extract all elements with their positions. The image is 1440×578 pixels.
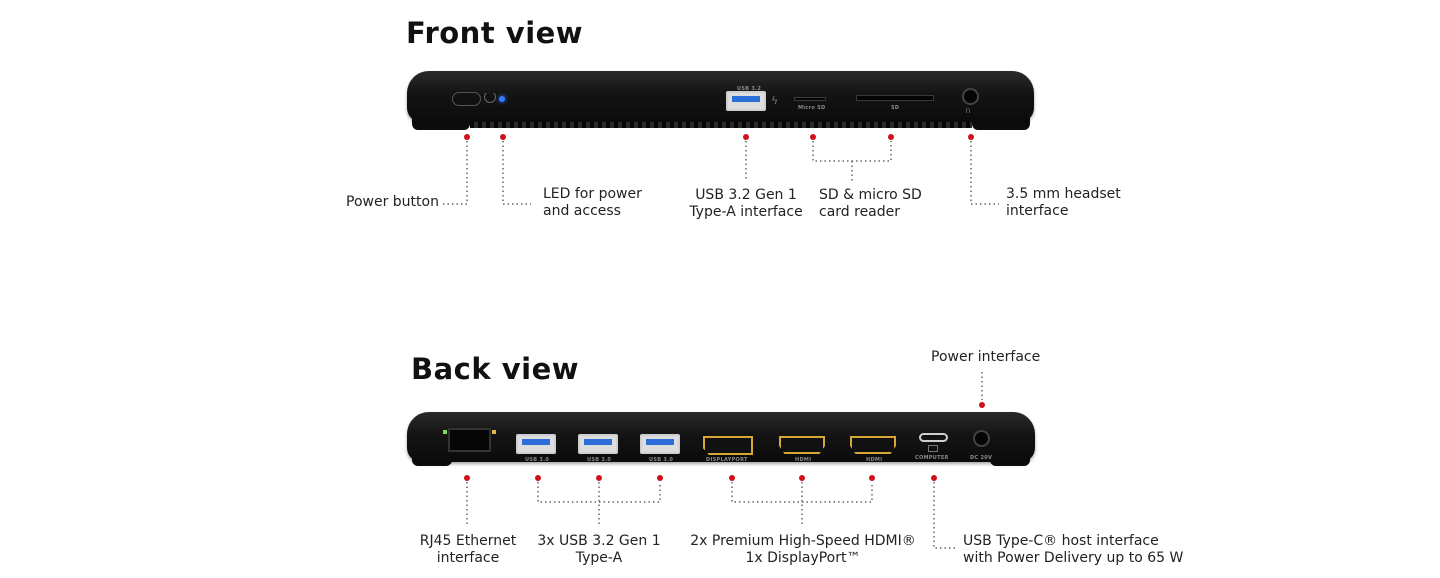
rj45-link-led xyxy=(443,430,447,434)
usb-c-label: COMPUTER xyxy=(915,455,949,461)
callout-video-outputs: 2x Premium High-Speed HDMI® 1x DisplayPo… xyxy=(690,533,916,566)
callout-back-usb: 3x USB 3.2 Gen 1 Type-A xyxy=(537,533,661,566)
displayport-port[interactable] xyxy=(703,436,753,455)
headset-icon: ∩ xyxy=(965,106,971,115)
hdmi-port-1-label: HDMI xyxy=(795,457,812,463)
dc-power-jack[interactable] xyxy=(973,430,990,447)
displayport-label: DISPLAYPORT xyxy=(706,457,748,463)
back-usb-port-2-label: USB 3.0 xyxy=(587,457,612,463)
back-usb-port-1-label: USB 3.0 xyxy=(525,457,550,463)
computer-icon xyxy=(928,445,938,452)
led-indicator xyxy=(499,96,505,102)
callout-sd-reader: SD & micro SD card reader xyxy=(819,187,922,220)
hdmi-port-2-label: HDMI xyxy=(866,457,883,463)
front-usb-port-label: USB 3.2 xyxy=(737,86,762,92)
power-button[interactable] xyxy=(452,92,481,106)
hdmi-port-2[interactable] xyxy=(850,436,896,454)
callout-usb-c: USB Type-C® host interface with Power De… xyxy=(963,533,1184,566)
back-usb-port-1[interactable] xyxy=(516,434,556,454)
callout-headset: 3.5 mm headset interface xyxy=(1006,186,1121,219)
charging-bolt-icon: ϟ xyxy=(771,94,779,107)
back-usb-port-3-label: USB 3.0 xyxy=(649,457,674,463)
callout-power-button: Power button xyxy=(346,194,439,210)
callout-led: LED for power and access xyxy=(543,186,642,219)
callout-rj45: RJ45 Ethernet interface xyxy=(419,533,517,566)
callout-power-interface: Power interface xyxy=(931,349,1041,365)
front-view-title: Front view xyxy=(406,16,584,50)
front-usb-port[interactable] xyxy=(726,91,766,111)
micro-sd-label: Micro SD xyxy=(798,105,826,111)
usb-c-port[interactable] xyxy=(919,433,948,442)
headset-jack[interactable] xyxy=(962,88,979,105)
power-icon xyxy=(484,91,496,103)
dc-label: DC 20V xyxy=(970,455,993,461)
sd-slot[interactable] xyxy=(856,95,934,101)
micro-sd-slot[interactable] xyxy=(794,97,826,101)
hdmi-port-1[interactable] xyxy=(779,436,825,454)
back-usb-port-3[interactable] xyxy=(640,434,680,454)
rj45-activity-led xyxy=(492,430,496,434)
back-view-title: Back view xyxy=(411,352,580,386)
rj45-port[interactable] xyxy=(448,428,491,452)
callout-front-usb: USB 3.2 Gen 1 Type-A interface xyxy=(689,187,803,220)
back-usb-port-2[interactable] xyxy=(578,434,618,454)
sd-label: SD xyxy=(891,105,900,111)
